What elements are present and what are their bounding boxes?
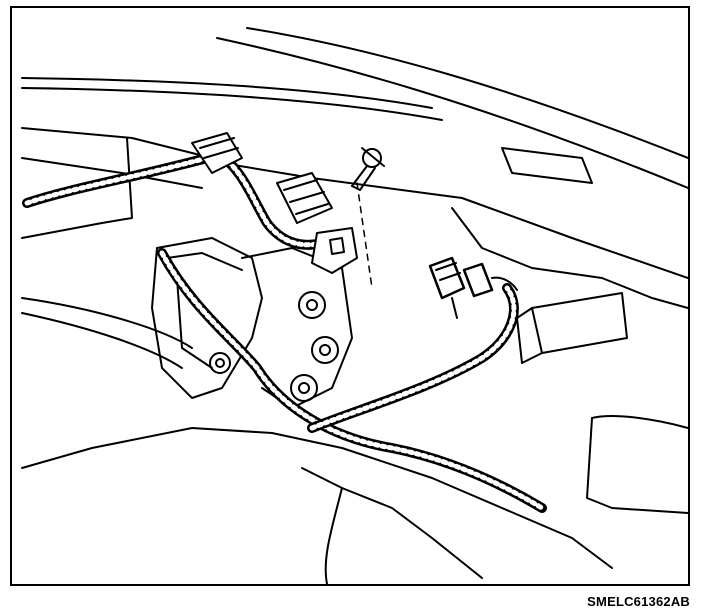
figure-code: SMELC61362AB xyxy=(587,594,690,609)
wiring-harness-illustration xyxy=(21,27,688,584)
mounting-tab xyxy=(311,227,358,274)
connector-icon xyxy=(428,256,518,319)
lower-body-panels xyxy=(21,297,688,584)
cowl-panel xyxy=(21,127,688,309)
windshield-lines xyxy=(21,27,688,189)
illustration-frame xyxy=(10,6,690,586)
harness-clamp xyxy=(191,132,333,224)
wiring-harness-icon xyxy=(22,148,547,513)
push-clip-icon xyxy=(351,147,385,289)
bolt-icon xyxy=(209,291,339,402)
junction-block xyxy=(516,292,628,364)
